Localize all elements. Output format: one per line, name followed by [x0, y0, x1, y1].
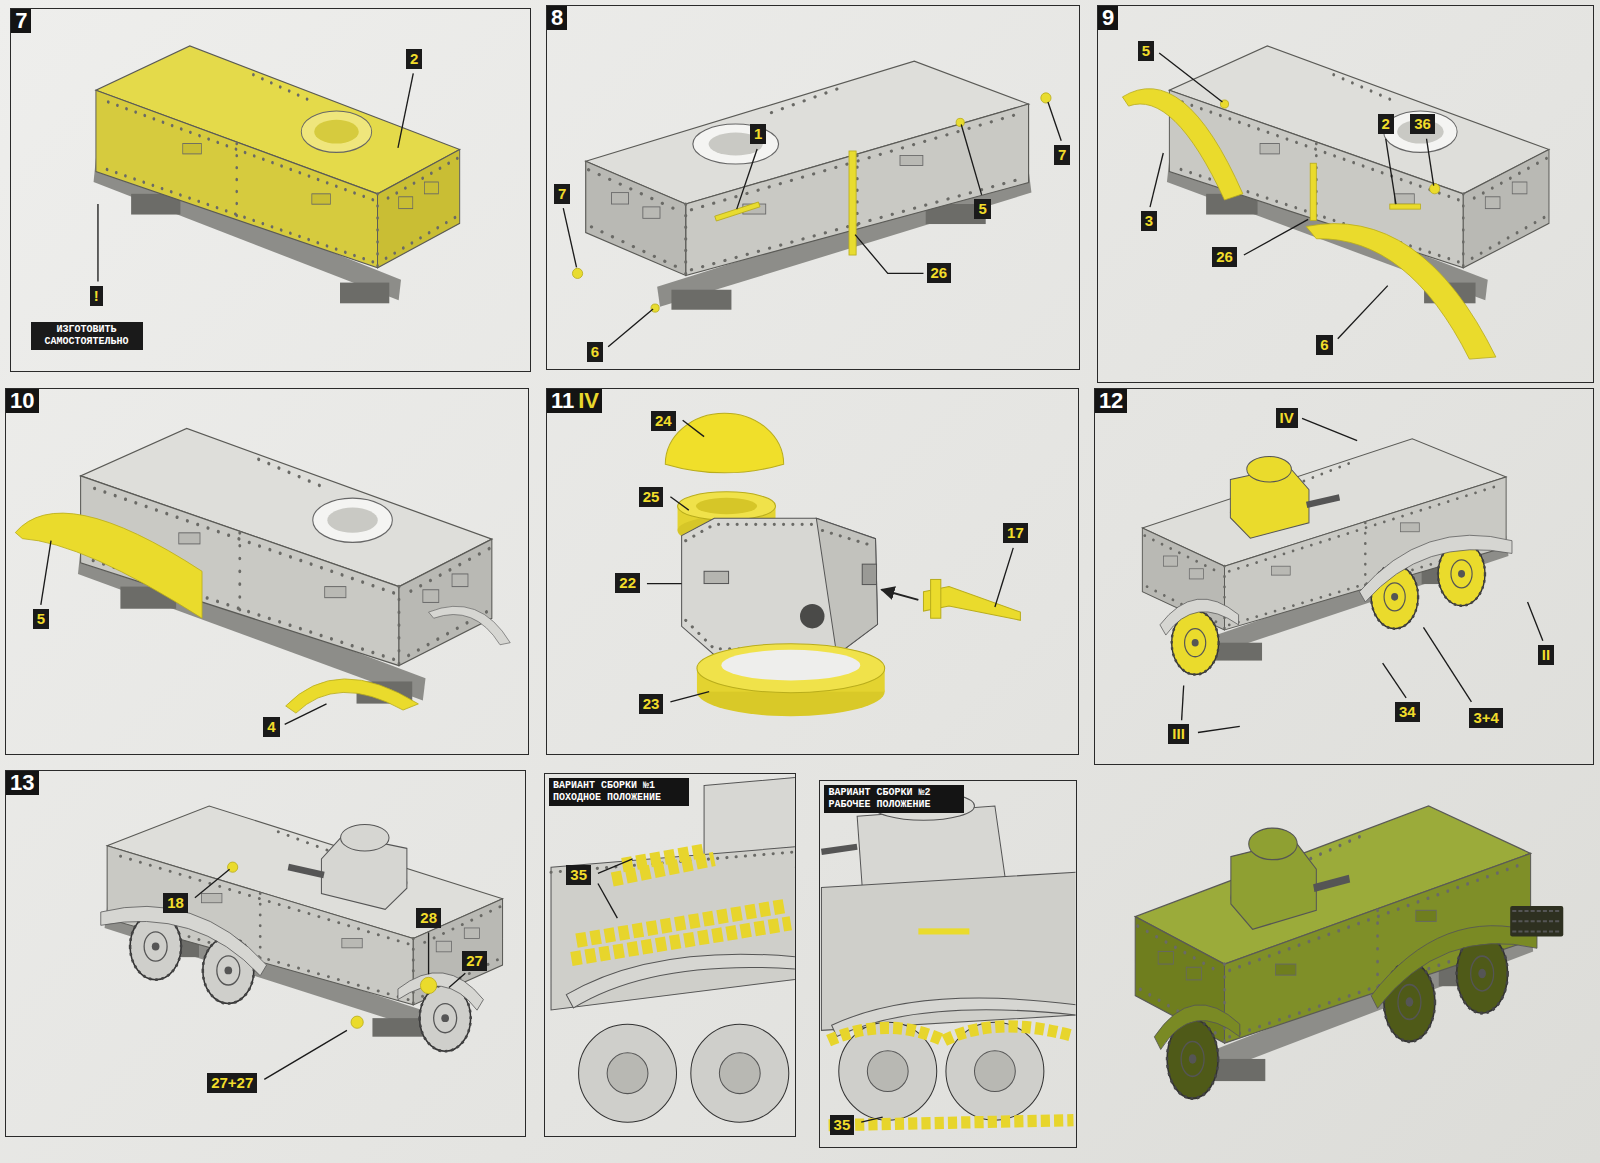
step-number: 8: [547, 6, 567, 30]
step-number: 9: [1098, 6, 1118, 30]
callout-number: 26: [1212, 247, 1237, 267]
callout-number: 3+4: [1469, 708, 1502, 728]
step-number: 7: [11, 9, 31, 33]
note-label: ИЗГОТОВИТЬ САМОСТОЯТЕЛЬНО: [31, 322, 143, 350]
callout-number: 35: [566, 865, 591, 885]
step-number: 13: [6, 771, 38, 795]
step-number: 11: [547, 389, 578, 413]
callout-number: 1: [750, 124, 766, 144]
callout-number: 5: [974, 199, 990, 219]
callout-number: 22: [615, 573, 640, 593]
callout-number: 7: [554, 184, 570, 204]
step-panel: 7: [10, 8, 530, 372]
callout-number: IV: [1276, 408, 1298, 428]
callout-number: 7: [1054, 145, 1070, 165]
callout-number: !: [90, 286, 103, 306]
callout-number: 3: [1141, 211, 1157, 231]
callout-number: 6: [1316, 335, 1332, 355]
callout-number: 28: [416, 908, 441, 928]
callout-number: 5: [1138, 41, 1154, 61]
callout-number: 4: [263, 717, 279, 737]
callout-number: 23: [639, 694, 664, 714]
step-panel: 10: [5, 388, 528, 755]
callout-number: 17: [1003, 523, 1028, 543]
callout-number: 6: [587, 342, 603, 362]
variant-title: ВАРИАНТ СБОРКИ №2 РАБОЧЕЕ ПОЛОЖЕНИЕ: [824, 785, 964, 813]
callout-number: 25: [639, 487, 664, 507]
callout-number: 5: [33, 609, 49, 629]
subassembly-number: IV: [578, 389, 602, 413]
callout-number: 34: [1395, 702, 1420, 722]
step-number: 12: [1095, 389, 1127, 413]
callout-number: 2: [1378, 114, 1394, 134]
callout-number: 26: [927, 263, 952, 283]
callout-number: III: [1168, 724, 1189, 744]
callout-number: 2: [406, 49, 422, 69]
variant-panel: ВАРИАНТ СБОРКИ №2 РАБОЧЕЕ ПОЛОЖЕНИЕ: [819, 780, 1076, 1147]
callout-number: 18: [163, 893, 188, 913]
step-number: 10: [6, 389, 38, 413]
step-panel: 12: [1094, 388, 1594, 765]
callout-number: 24: [651, 411, 676, 431]
callout-number: 35: [830, 1115, 855, 1135]
step-panel: 11IV: [546, 388, 1079, 755]
callout-number: II: [1538, 645, 1554, 665]
variant-title: ВАРИАНТ СБОРКИ №1 ПОХОДНОЕ ПОЛОЖЕНИЕ: [549, 778, 689, 806]
callout-number: 27: [462, 951, 487, 971]
step-panel: 13: [5, 770, 525, 1137]
step-panel: 8: [546, 5, 1080, 370]
callout-number: 36: [1410, 114, 1435, 134]
step-panel: 9: [1097, 5, 1594, 382]
callout-number: 27+27: [207, 1073, 257, 1093]
variant-panel: ВАРИАНТ СБОРКИ №1 ПОХОДНОЕ ПОЛОЖЕНИЕ: [544, 773, 796, 1137]
